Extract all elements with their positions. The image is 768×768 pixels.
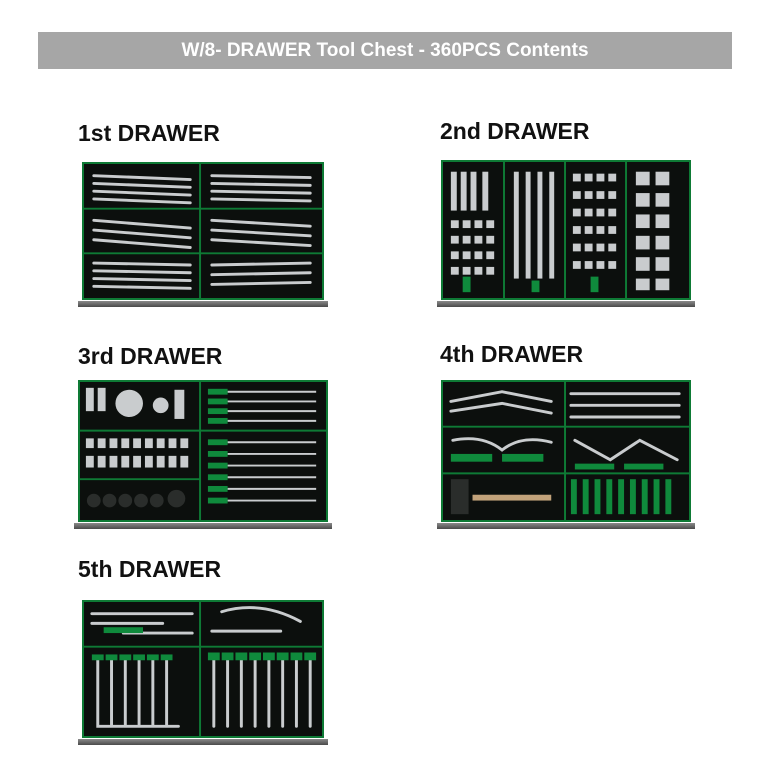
drawer-5-tray-image xyxy=(78,600,328,745)
drawer-2-label: 2nd DRAWER xyxy=(440,118,590,144)
drawer-4-label: 4th DRAWER xyxy=(440,341,584,367)
drawer-5-hexkeys-graphic xyxy=(84,602,322,736)
drawer-1-wrenches-graphic xyxy=(84,164,322,298)
drawer-3-sockets-screwdrivers-graphic xyxy=(80,382,326,520)
drawer-4-rail xyxy=(437,523,695,529)
drawer-3-tray-image xyxy=(74,380,332,529)
drawer-5-label: 5th DRAWER xyxy=(78,556,222,582)
drawer-2-sockets-graphic xyxy=(450,162,670,298)
drawer-1-tray-image xyxy=(78,162,328,307)
drawer-1-label: 1st DRAWER xyxy=(78,120,220,146)
drawer-4-tray-image xyxy=(437,380,695,529)
drawer-5-rail xyxy=(78,739,328,745)
drawer-2-tray-image xyxy=(437,160,695,307)
drawer-3-rail xyxy=(74,523,332,529)
drawer-2-rail xyxy=(437,301,695,307)
drawer-1-rail xyxy=(78,301,328,307)
page-title: W/8- DRAWER Tool Chest - 360PCS Contents xyxy=(181,39,589,61)
drawer-3-label: 3rd DRAWER xyxy=(78,343,223,369)
drawer-4-pliers-graphic xyxy=(443,382,689,520)
page-title-bar: W/8- DRAWER Tool Chest - 360PCS Contents xyxy=(38,32,732,69)
